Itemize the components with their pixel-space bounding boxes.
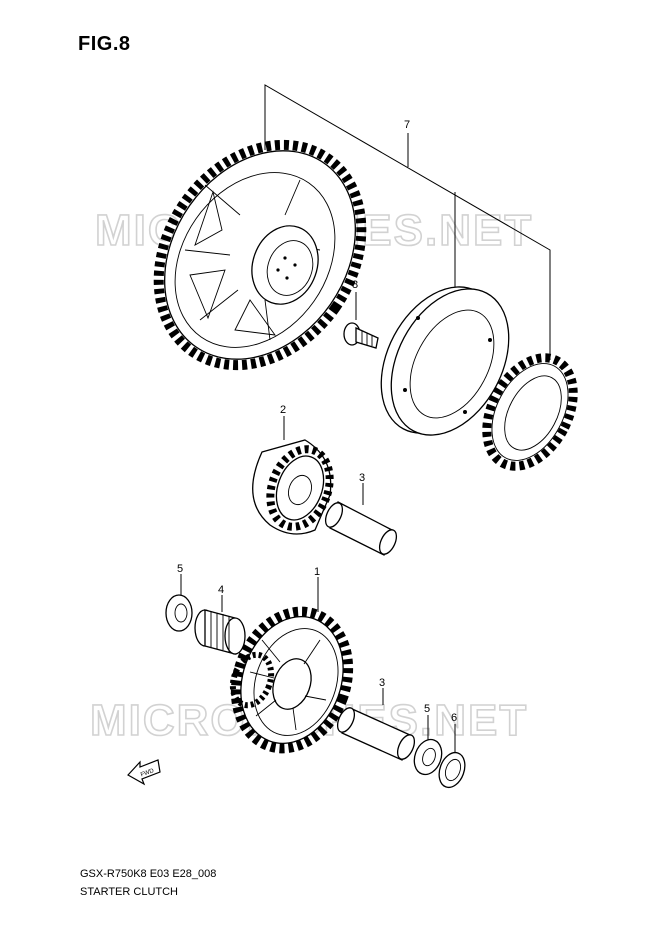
callout-7-leader: [264, 84, 551, 360]
callout-3-lower: 3: [379, 677, 385, 689]
figure-code: GSX-R750K8 E03 E28_008: [80, 868, 217, 880]
callout-5-right: 5: [424, 703, 430, 715]
callout-4: 4: [218, 584, 224, 596]
washer-6: [438, 751, 466, 789]
shaft-upper: [324, 501, 398, 556]
callout-8: 8: [352, 279, 358, 291]
callout-7: 7: [404, 119, 410, 131]
callout-3-upper: 3: [359, 472, 365, 484]
front-direction-arrow-icon: FWD: [127, 759, 161, 786]
needle-bearing: [194, 609, 246, 655]
clutch-housing-ring: [380, 286, 510, 436]
callout-1: 1: [314, 566, 320, 578]
fwd-label: FWD: [140, 768, 156, 779]
thrust-washer-right: [413, 738, 443, 776]
callout-6: 6: [451, 712, 457, 724]
bolt: [343, 322, 379, 349]
shaft-lower: [336, 707, 416, 761]
starter-idle-gear: [252, 439, 334, 535]
figure-title: FIG.8: [78, 33, 131, 55]
callout-5-left: 5: [177, 563, 183, 575]
thrust-washer-left: [165, 594, 193, 632]
starter-clutch-gear: [229, 606, 354, 754]
figure-name: STARTER CLUTCH: [80, 886, 178, 898]
starter-driven-gear: [153, 139, 367, 371]
one-way-clutch-cage: [482, 353, 578, 471]
callout-2: 2: [280, 404, 286, 416]
